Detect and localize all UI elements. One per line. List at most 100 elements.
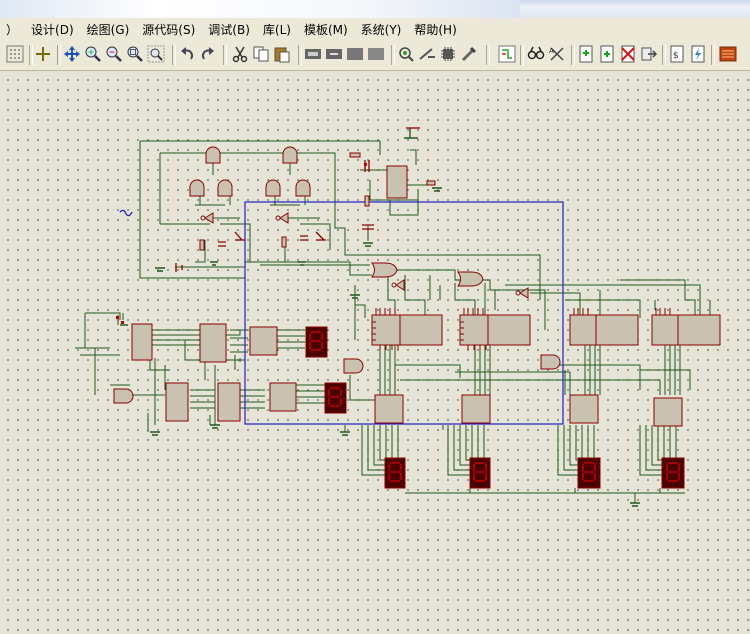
- resistor[interactable]: [364, 195, 370, 207]
- menu-item-graph[interactable]: 绘图(G): [86, 22, 130, 37]
- block-rotate-icon[interactable]: [345, 44, 365, 64]
- bill-of-materials-icon[interactable]: $: [667, 44, 687, 64]
- timer-ic[interactable]: [386, 165, 408, 199]
- inverter[interactable]: [395, 279, 405, 291]
- passive-components: [199, 152, 436, 251]
- menu-item-debug[interactable]: 调试(B): [208, 22, 250, 37]
- remove-sheet-icon[interactable]: [618, 44, 638, 64]
- schematic-canvas[interactable]: [0, 71, 750, 634]
- and-gate[interactable]: [205, 146, 221, 164]
- ic-pins: [372, 308, 671, 350]
- decoder-ic[interactable]: [269, 382, 297, 412]
- and-gate[interactable]: [265, 179, 281, 197]
- integrated-circuits: [131, 314, 721, 427]
- menu-item-library[interactable]: 库(L): [262, 22, 291, 37]
- and-gate[interactable]: [217, 179, 233, 197]
- decoder-ic[interactable]: [461, 394, 491, 424]
- menu-item-source[interactable]: 源代码(S): [142, 22, 196, 37]
- make-device-icon[interactable]: [417, 44, 437, 64]
- cut-icon[interactable]: [230, 44, 250, 64]
- counter-ic[interactable]: [651, 314, 679, 346]
- resistor[interactable]: [281, 236, 287, 248]
- selection-rectangle[interactable]: [244, 201, 564, 425]
- title-bar: [0, 0, 750, 18]
- seven-segment-display[interactable]: [324, 382, 347, 414]
- block-delete-icon[interactable]: [366, 44, 386, 64]
- counter-ic[interactable]: [459, 314, 491, 346]
- zoom-in-icon[interactable]: [83, 44, 103, 64]
- and-gate[interactable]: [189, 179, 205, 197]
- decompose-icon[interactable]: [459, 44, 479, 64]
- copy-icon[interactable]: [251, 44, 271, 64]
- resistor[interactable]: [199, 239, 205, 251]
- menu-item-template[interactable]: 模板(M): [303, 22, 348, 37]
- search-icon[interactable]: [526, 44, 546, 64]
- goto-sheet-icon[interactable]: [639, 44, 659, 64]
- undo-icon[interactable]: [177, 44, 197, 64]
- pick-device-icon[interactable]: [396, 44, 416, 64]
- inverter-bubbles: [200, 215, 521, 296]
- packaging-icon[interactable]: [438, 44, 458, 64]
- and-gate[interactable]: [113, 388, 134, 404]
- counter-ic[interactable]: [165, 382, 189, 422]
- inverter[interactable]: [279, 212, 289, 224]
- capacitors-and-switches: [119, 127, 420, 272]
- origin-icon[interactable]: [33, 44, 53, 64]
- property-assign-icon[interactable]: A: [547, 44, 567, 64]
- new-sheet-icon[interactable]: [576, 44, 596, 64]
- counter-ic[interactable]: [569, 314, 597, 346]
- pan-icon[interactable]: [62, 44, 82, 64]
- resistor[interactable]: [426, 180, 436, 186]
- svg-text:A: A: [549, 47, 554, 55]
- and-gate[interactable]: [295, 179, 311, 197]
- and-gate[interactable]: [540, 354, 561, 370]
- resistor[interactable]: [349, 152, 361, 158]
- block-copy-icon[interactable]: [303, 44, 323, 64]
- seven-segment-display[interactable]: [577, 457, 601, 489]
- seven-segment-display[interactable]: [469, 457, 491, 489]
- add-sheet-icon[interactable]: [597, 44, 617, 64]
- counter-ic[interactable]: [217, 382, 241, 422]
- inverter[interactable]: [519, 287, 529, 299]
- seven-segment-displays: [305, 326, 685, 489]
- seven-segment-display[interactable]: [305, 326, 328, 358]
- menu-item-help[interactable]: 帮助(H): [414, 22, 457, 37]
- or-gate[interactable]: [371, 262, 398, 278]
- counter-ic[interactable]: [371, 314, 403, 346]
- block-move-icon[interactable]: [324, 44, 344, 64]
- seven-segment-display[interactable]: [661, 457, 685, 489]
- menu-item-design[interactable]: 设计(D): [31, 22, 74, 37]
- counter-ic[interactable]: [399, 314, 443, 346]
- or-gate[interactable]: [457, 271, 484, 287]
- svg-text:$: $: [673, 51, 679, 61]
- menu-item-system[interactable]: 系统(Y): [360, 22, 402, 37]
- decoder-ic[interactable]: [653, 397, 683, 427]
- electrical-rule-check-icon[interactable]: [688, 44, 708, 64]
- wire-autorouter-icon[interactable]: [497, 44, 517, 64]
- paste-icon[interactable]: [272, 44, 292, 64]
- wire-net: [75, 140, 711, 503]
- counter-ic[interactable]: [677, 314, 721, 346]
- logic-gates: [113, 146, 561, 404]
- decoder-ic[interactable]: [249, 326, 278, 356]
- decoder-ic[interactable]: [569, 394, 599, 424]
- counter-ic[interactable]: [595, 314, 639, 346]
- redo-icon[interactable]: [198, 44, 218, 64]
- seven-segment-display[interactable]: [384, 457, 406, 489]
- ground-symbols: [120, 128, 640, 507]
- and-gate[interactable]: [282, 146, 298, 164]
- inverter[interactable]: [204, 212, 214, 224]
- zoom-area-icon[interactable]: [146, 44, 166, 64]
- and-gate[interactable]: [343, 358, 364, 374]
- grid-icon[interactable]: [5, 44, 25, 64]
- zoom-all-icon[interactable]: [125, 44, 145, 64]
- counter-ic[interactable]: [487, 314, 531, 346]
- counter-ic[interactable]: [131, 323, 153, 361]
- toolbar: A $: [0, 40, 750, 71]
- ares-icon[interactable]: [718, 44, 738, 64]
- zoom-out-icon[interactable]: [104, 44, 124, 64]
- counter-ic[interactable]: [199, 323, 227, 363]
- decoder-ic[interactable]: [374, 394, 404, 424]
- menu-item-view-partial[interactable]: ）: [6, 22, 19, 37]
